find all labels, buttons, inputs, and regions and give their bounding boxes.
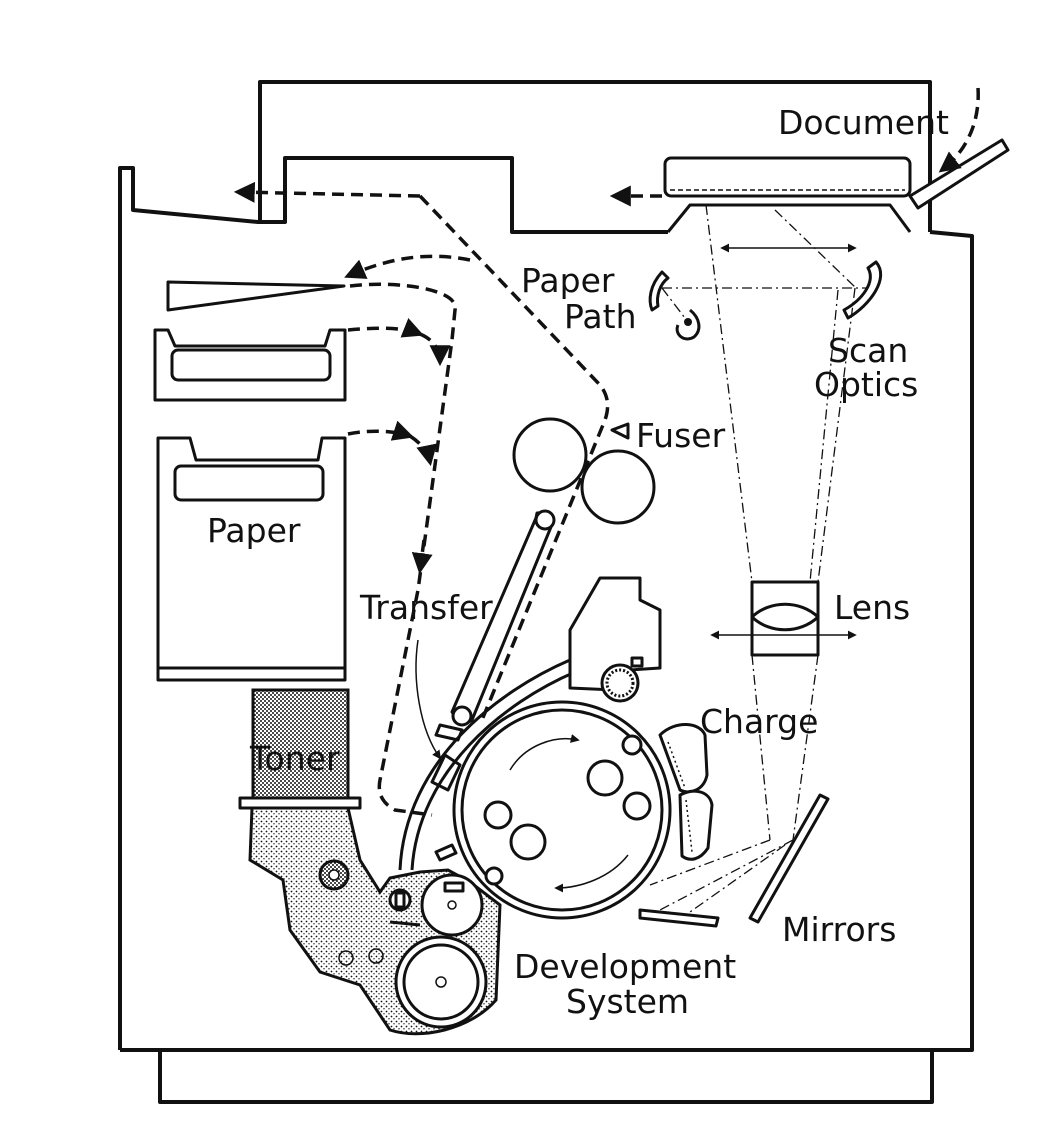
label-document: Document: [778, 103, 949, 142]
document-platen: [609, 87, 1010, 233]
label-lens: Lens: [834, 588, 910, 627]
scan-optics: [648, 209, 883, 341]
label-paper-path-1: Paper: [521, 261, 615, 300]
label-development: Development: [514, 947, 736, 986]
paper-path-lines: [233, 181, 610, 817]
light-paths: [649, 204, 856, 913]
label-paper: Paper: [207, 511, 301, 550]
machine-housing: [118, 80, 974, 1104]
paper-tray-upper: [153, 328, 347, 402]
label-charge: Charge: [700, 702, 818, 741]
label-transfer: Transfer: [359, 588, 493, 627]
mirrors: [638, 793, 830, 928]
label-system: System: [566, 982, 689, 1021]
label-fuser: Fuser: [636, 416, 726, 455]
label-toner: Toner: [249, 739, 340, 778]
fuser: [512, 417, 656, 525]
toner-hopper: [238, 688, 362, 810]
development-system: [248, 806, 502, 1036]
label-scan: Scan: [828, 331, 908, 370]
label-optics: Optics: [814, 365, 918, 404]
photoreceptor-drum: [398, 658, 672, 920]
labels: Document Paper Path Scan Optics Fuser Pa…: [207, 103, 949, 1021]
paper-output-tray: [166, 280, 346, 312]
paper-tray-lower: [156, 436, 347, 682]
label-paper-path-2: Path: [564, 297, 637, 336]
label-mirrors: Mirrors: [782, 910, 896, 949]
corotrons: [658, 723, 714, 861]
transfer-belt: [415, 509, 556, 792]
lens: [710, 580, 857, 657]
cleaner-unit: [568, 576, 662, 703]
